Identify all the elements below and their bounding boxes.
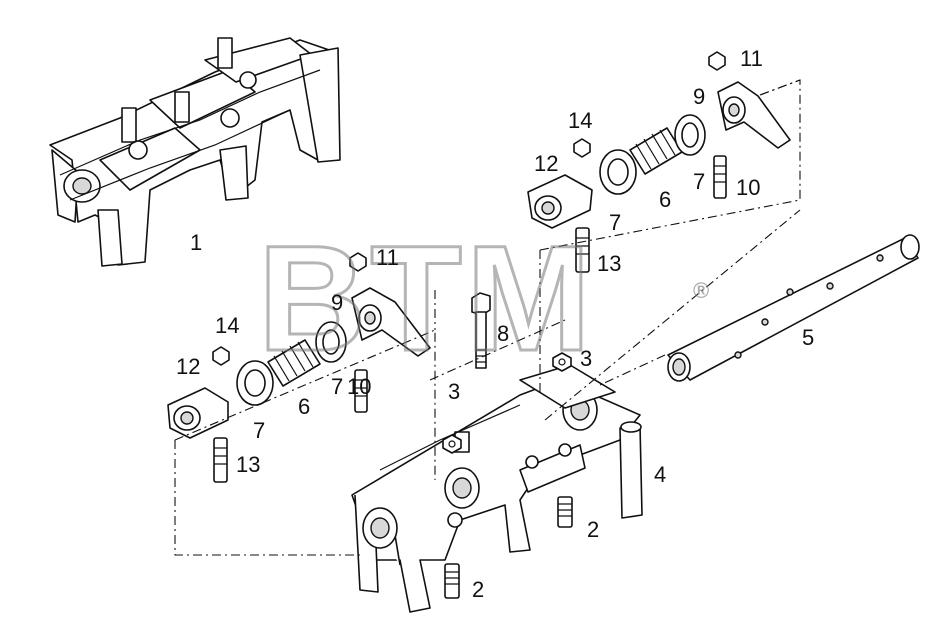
callout-2-right: 2 (587, 517, 599, 542)
callout-9-right: 9 (693, 84, 705, 109)
callout-7-right-lower: 7 (609, 210, 621, 235)
rocker-shaft (667, 234, 920, 382)
callout-6-left: 6 (298, 394, 310, 419)
registered-mark: ® (693, 278, 709, 303)
callout-7-right-upper: 7 (693, 169, 705, 194)
rocker-bracket (351, 364, 643, 613)
callout-7-left-lower: 7 (253, 418, 265, 443)
callout-3-left: 3 (448, 379, 460, 404)
callout-9-left: 9 (331, 290, 343, 315)
callout-4: 4 (654, 462, 666, 487)
callout-8: 8 (497, 321, 509, 346)
watermark-text: BTM (258, 214, 595, 382)
left-rocker-group (167, 252, 431, 483)
callout-13-right: 13 (597, 251, 621, 276)
callout-7-left-upper: 7 (331, 374, 343, 399)
alignment-lines (174, 79, 801, 556)
callout-14-right: 14 (568, 108, 592, 133)
callout-6-right: 6 (659, 187, 671, 212)
callout-labels: 1 2 2 3 3 4 5 6 6 7 7 7 7 8 9 9 10 10 11… (176, 46, 814, 602)
callout-11-right: 11 (740, 46, 763, 71)
right-rocker-group (527, 51, 791, 273)
bolt-2-right (557, 496, 573, 528)
callout-13-left: 13 (236, 452, 260, 477)
nut-3-right (552, 352, 572, 372)
callout-5: 5 (802, 325, 814, 350)
callout-11-left: 11 (376, 245, 399, 270)
bolt-2-bottom (444, 563, 460, 599)
nut-3-left (442, 434, 462, 454)
assembled-rocker-unit (49, 37, 341, 267)
callout-10-right: 10 (736, 175, 760, 200)
bolt-8 (471, 292, 491, 369)
callout-14-left: 14 (215, 313, 239, 338)
callout-12-right: 12 (534, 151, 558, 176)
btm-watermark: BTM ® (257, 213, 710, 384)
callout-1: 1 (190, 230, 202, 255)
callout-12-left: 12 (176, 354, 200, 379)
callout-10-left: 10 (347, 374, 371, 399)
callout-2-bottom: 2 (472, 577, 484, 602)
callout-3-right: 3 (580, 346, 592, 371)
